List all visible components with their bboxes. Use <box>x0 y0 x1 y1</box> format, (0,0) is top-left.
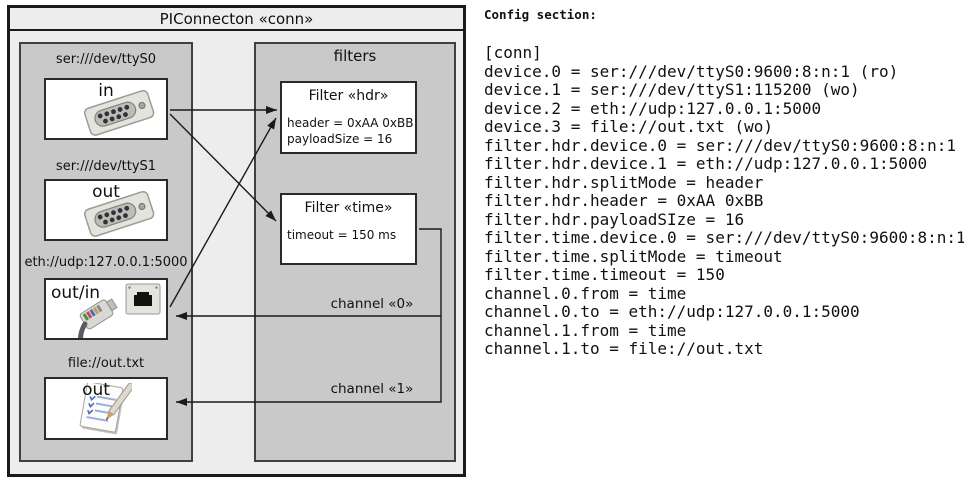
config-section-heading: Config section: <box>484 7 597 22</box>
config-line: filter.time.splitMode = timeout <box>484 246 783 266</box>
config-line: channel.1.to = file://out.txt <box>484 339 764 358</box>
device-box-file: out <box>44 377 168 440</box>
config-line: filter.hdr.device.1 = eth://udp:127.0.0.… <box>484 154 928 173</box>
device-uri-file: file://out.txt <box>67 356 145 371</box>
device-uri-ttys1: ser:///dev/ttyS1 <box>55 159 157 174</box>
channel-0-label: channel «0» <box>330 296 414 312</box>
diagram-title: PIConnecton «conn» <box>10 8 463 31</box>
config-line: channel.0.from = time <box>484 283 687 303</box>
filter-hdr-box: Filter «hdr» header = 0xAA 0xBB payloadS… <box>280 81 417 154</box>
config-line: device.1 = ser:///dev/ttyS1:115200 (wo) <box>484 80 860 99</box>
config-line: [conn] <box>484 43 542 62</box>
config-line: filter.hdr.payloadSIze = 16 <box>484 209 745 229</box>
config-line: filter.hdr.device.0 = ser:///dev/ttyS0:9… <box>484 135 957 155</box>
config-line: device.0 = ser:///dev/ttyS0:9600:8:n:1 (… <box>484 61 899 81</box>
filter-time-title: Filter «time» <box>304 200 393 216</box>
filter-hdr-attr-header: header = 0xAA 0xBB <box>287 116 414 130</box>
config-line: channel.0.to = eth://udp:127.0.0.1:5000 <box>484 302 860 321</box>
filter-time-box: Filter «time» timeout = 150 ms <box>280 193 417 265</box>
device-role-label: out <box>92 182 120 202</box>
config-line: filter.time.timeout = 150 <box>484 265 725 284</box>
filter-hdr-attr-payloadsize: payloadSize = 16 <box>287 132 393 146</box>
device-box-ttys0: in <box>44 78 168 140</box>
config-line: device.3 = file://out.txt (wo) <box>484 117 773 136</box>
filter-time-attr-timeout: timeout = 150 ms <box>287 228 397 242</box>
device-role-label: out <box>82 380 110 400</box>
device-role-label: out/in <box>51 283 101 303</box>
config-line: channel.1.from = time <box>484 320 687 340</box>
config-lines: [conn]device.0 = ser:///dev/ttyS0:9600:8… <box>484 43 964 359</box>
config-line: device.2 = eth://udp:127.0.0.1:5000 <box>484 98 822 118</box>
serial-connector-icon <box>83 190 155 237</box>
notepad-icon <box>79 383 132 435</box>
device-uri-eth: eth://udp:127.0.0.1:5000 <box>24 255 188 270</box>
config-line: filter.time.device.0 = ser:///dev/ttyS0:… <box>484 228 964 247</box>
ethernet-connector-icon <box>77 298 118 338</box>
device-box-ttys1: out <box>44 179 168 241</box>
config-line: filter.hdr.splitMode = header <box>484 172 764 192</box>
channel-1-label: channel «1» <box>330 381 414 397</box>
config-section: Config section: [conn]device.0 = ser:///… <box>484 7 964 359</box>
device-role-label: in <box>98 81 114 101</box>
serial-connector-icon <box>83 89 155 136</box>
filters-panel-title: filters <box>333 47 377 65</box>
config-line: filter.hdr.header = 0xAA 0xBB <box>484 191 764 210</box>
device-box-eth: out/in <box>44 278 168 340</box>
device-uri-ttys0: ser:///dev/ttyS0 <box>55 52 157 67</box>
ethernet-port-icon <box>125 283 161 315</box>
filter-hdr-title: Filter «hdr» <box>308 88 389 104</box>
